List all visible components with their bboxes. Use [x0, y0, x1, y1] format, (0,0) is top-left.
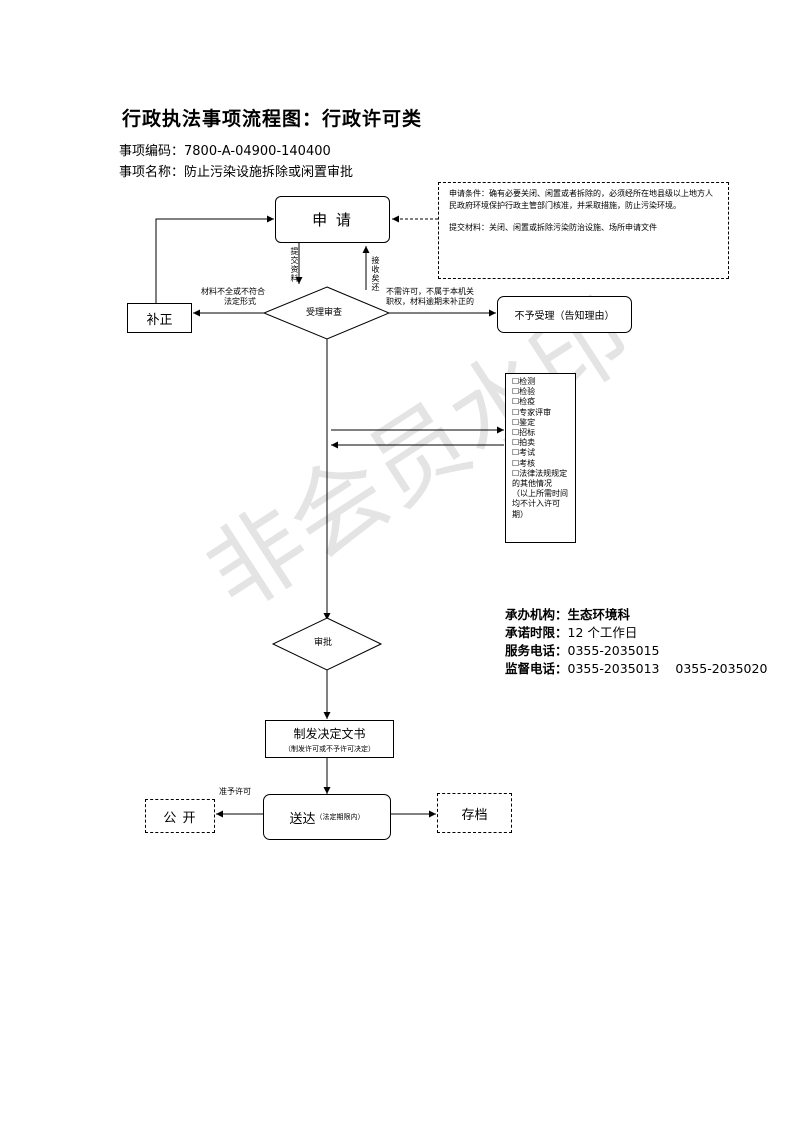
special-item-inspection: ☐检验: [512, 387, 536, 397]
special-item-expert-review: ☐专家评审: [512, 407, 552, 417]
approve-label: 审批: [314, 638, 333, 648]
supplement-label: 补正: [146, 312, 173, 328]
special-procedures-box: ☐检测 ☐检验 ☐检疫 ☐专家评审 ☐鉴定 ☐招标 ☐拍卖 ☐考试 ☐考核 ☐法…: [505, 373, 576, 543]
service-label: 服务电话：: [505, 643, 568, 658]
requirements-text: 申请条件：确有必要关闭、闲置或者拆除的，必须经所在地县级以上地方人民政府环境保护…: [449, 189, 713, 210]
service-value: 0355-2035015: [567, 643, 660, 658]
deliver-node: 送达（法定期限内）: [263, 794, 391, 840]
page-title: 行政执法事项流程图：行政许可类: [122, 108, 423, 130]
special-item-appraisal: ☐鉴定: [512, 417, 536, 427]
item-code-value: 7800-A-04900-140400: [184, 144, 331, 159]
special-item-assessment: ☐考核: [512, 458, 536, 468]
special-item-auction: ☐拍卖: [512, 438, 536, 448]
issue-label: 制发决定文书: [293, 726, 366, 741]
publish-label: 公 开: [163, 810, 197, 826]
item-name-label: 事项名称：: [119, 165, 185, 180]
issue-sublabel: （制发许可或不予许可决定）: [284, 744, 375, 753]
issue-decision-node: 制发决定文书 （制发许可或不予许可决定）: [265, 720, 394, 758]
special-item-note: （以上所需时间均不计入许可期）: [512, 489, 568, 519]
item-code: 事项编码：7800-A-04900-140400: [119, 140, 331, 159]
reject-label: 不予受理（告知理由）: [514, 311, 615, 322]
apply-node: 申 请: [275, 196, 390, 243]
special-item-testing: ☐检测: [512, 377, 536, 386]
archive-label: 存档: [461, 807, 488, 823]
deliver-sublabel: （法定期限内）: [315, 813, 365, 821]
incomplete-label: 材料不全或不符合 法定形式: [201, 287, 265, 307]
apply-label: 申 请: [312, 211, 353, 229]
limit-value: 12 个工作日: [567, 625, 638, 640]
application-conditions-note: 申请条件：确有必要关闭、闲置或者拆除的，必须经所在地县级以上地方人民政府环境保护…: [438, 182, 729, 279]
not-permit-label-line1: 不需许可，不属于本机关: [386, 287, 474, 296]
special-item-quarantine: ☐检疫: [512, 397, 536, 407]
review-diamond: [262, 286, 391, 340]
special-item-bidding: ☐招标: [512, 428, 536, 438]
materials-text: 提交材料：关闭、闲置或拆除污染防治设施、场所申请文件: [449, 223, 657, 232]
limit-info: 承诺时限：12 个工作日: [505, 622, 637, 641]
deliver-label: 送达: [289, 811, 316, 827]
special-item-exam: ☐考试: [512, 448, 536, 458]
reject-node: 不予受理（告知理由）: [497, 296, 632, 333]
incomplete-label-line1: 材料不全或不符合: [201, 287, 265, 296]
org-info: 承办机构：生态环境科: [505, 604, 630, 623]
publish-node: 公 开: [145, 799, 215, 833]
supervise-value: 0355-2035013 0355-2035020: [567, 661, 768, 676]
submit-label: 提交资料: [290, 247, 299, 283]
item-name-value: 防止污染设施拆除或闲置审批: [184, 165, 354, 180]
supplement-node: 补正: [127, 303, 192, 333]
arrow-supplement-to-apply: [155, 215, 274, 303]
not-permit-label-line2: 职权，材料逾期未补正的: [386, 297, 474, 306]
review-label: 受理审查: [306, 308, 343, 318]
supervise-info: 监督电话：0355-2035013 0355-2035020: [505, 658, 767, 677]
not-permit-label: 不需许可，不属于本机关 职权，材料逾期未补正的: [386, 287, 474, 307]
supervise-label: 监督电话：: [505, 661, 568, 676]
org-label: 承办机构：: [505, 607, 568, 622]
service-info: 服务电话：0355-2035015: [505, 640, 660, 659]
receive-label: 接收矣还: [371, 256, 380, 292]
approve-diamond: [271, 617, 383, 671]
grant-label: 准予许可: [219, 787, 251, 796]
item-name: 事项名称：防止污染设施拆除或闲置审批: [119, 161, 353, 180]
incomplete-label-line2: 法定形式: [224, 297, 256, 306]
archive-node: 存档: [437, 793, 512, 833]
special-item-other: ☐法律法规规定的其他情况: [512, 468, 568, 489]
limit-label: 承诺时限：: [505, 625, 568, 640]
org-value: 生态环境科: [567, 607, 631, 622]
item-code-label: 事项编码：: [119, 144, 185, 159]
